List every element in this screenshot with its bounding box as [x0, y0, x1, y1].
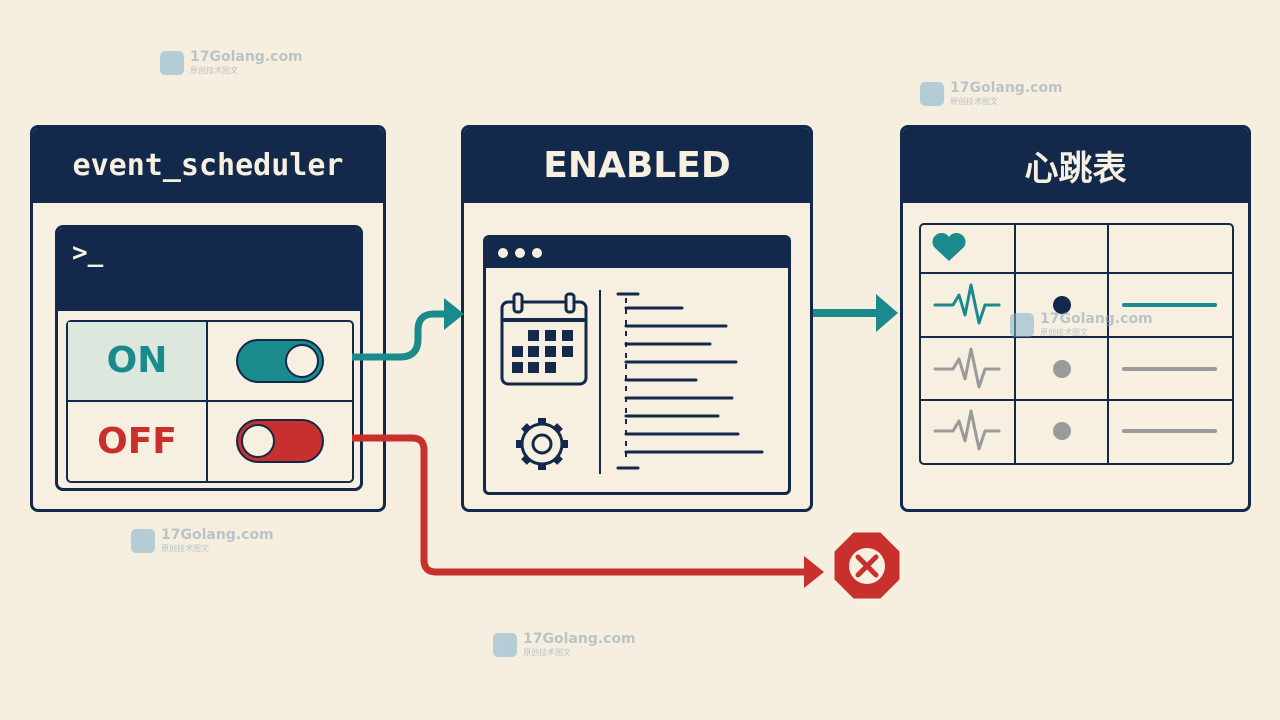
calendar-grid [512, 330, 573, 373]
window-titlebar [486, 238, 788, 268]
dot-icon [1053, 296, 1071, 314]
watermark-subtext: 原创技术图文 [1040, 328, 1088, 337]
on-switch-cell [208, 322, 352, 402]
dot-icon [1053, 360, 1071, 378]
watermark-subtext: 原创技术图文 [523, 648, 571, 657]
window-dot [532, 248, 542, 258]
table-row [933, 347, 1217, 389]
watermark-logo-icon [1010, 312, 1034, 337]
table-gridlines [920, 224, 1233, 464]
pulse-icon [933, 283, 1001, 325]
terminal-prompt-icon: >_ [58, 228, 360, 311]
window-dot [515, 248, 525, 258]
heartbeat-panel: 心跳表 [900, 125, 1251, 512]
error-stop-icon [831, 529, 903, 602]
heartbeat-panel-title: 心跳表 [903, 128, 1248, 203]
watermark-subtext: 原创技术图文 [161, 544, 209, 553]
editor-window [483, 235, 791, 495]
off-switch-cell [208, 402, 352, 482]
window-dot [498, 248, 508, 258]
off-label: OFF [68, 401, 208, 481]
editor-content [500, 290, 764, 474]
pulse-icon [933, 409, 1001, 451]
toggle-on-icon[interactable] [236, 338, 324, 383]
watermark-logo-icon [160, 50, 184, 75]
enabled-arrowhead [876, 294, 898, 332]
off-arrowhead [804, 556, 824, 588]
code-lines-icon [616, 292, 764, 470]
watermark-subtext: 原创技术图文 [950, 97, 998, 106]
toggle-off-icon[interactable] [236, 419, 324, 464]
calendar-icon [500, 292, 588, 386]
table-frame [919, 223, 1234, 465]
watermark-text: 17Golang.com [161, 527, 274, 543]
watermark-logo-icon [493, 632, 517, 657]
terminal-window: >_ ON OFF [55, 225, 363, 491]
watermark-logo-icon [131, 528, 155, 553]
enabled-panel: ENABLED [461, 125, 813, 512]
toggle-knob [285, 343, 319, 378]
heartbeat-table [919, 223, 1234, 465]
toggle-knob [241, 424, 275, 459]
pulse-icon [933, 347, 1001, 389]
dot-icon [1053, 422, 1071, 440]
table-row [933, 409, 1217, 451]
watermark-text: 17Golang.com [1040, 311, 1153, 327]
watermark-text: 17Golang.com [523, 631, 636, 647]
table-row [933, 283, 1217, 325]
watermark-subtext: 原创技术图文 [190, 66, 238, 75]
gear-icon [516, 418, 568, 470]
watermark-text: 17Golang.com [950, 80, 1063, 96]
scheduler-panel: event_scheduler >_ ON OFF [30, 125, 386, 512]
watermark-text: 17Golang.com [190, 49, 303, 65]
scheduler-panel-title: event_scheduler [33, 128, 383, 203]
watermark-logo-icon [920, 81, 944, 106]
enabled-panel-title: ENABLED [464, 128, 810, 203]
on-label: ON [68, 322, 208, 402]
heart-icon [932, 232, 966, 261]
toggle-table: ON OFF [66, 320, 354, 483]
